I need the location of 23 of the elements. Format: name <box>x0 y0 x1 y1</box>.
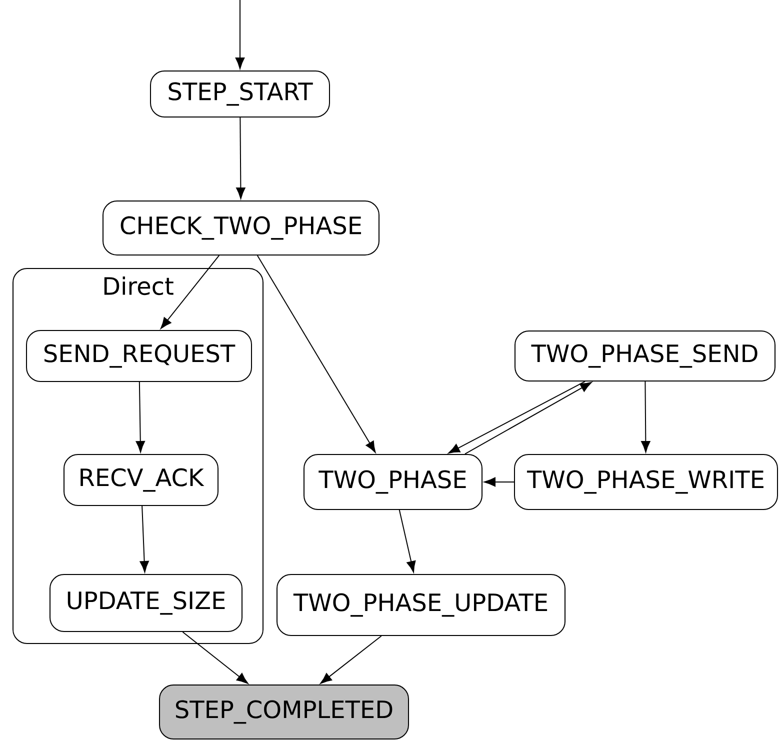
state-box: SEND_REQUEST <box>26 330 252 382</box>
state-box: STEP_START <box>150 70 330 118</box>
state-box: TWO_PHASE_UPDATE <box>276 574 566 636</box>
state-box: CHECK_TWO_PHASE <box>102 200 380 256</box>
arrow <box>182 631 248 684</box>
state-box: TWO_PHASE_WRITE <box>514 454 778 510</box>
arrow <box>160 254 220 329</box>
state-box: UPDATE_SIZE <box>50 574 242 632</box>
arrow <box>464 382 592 454</box>
arrow <box>448 380 586 454</box>
state-box: RECV_ACK <box>64 454 218 506</box>
arrow <box>136 381 145 452</box>
arrow <box>140 505 149 572</box>
arrow <box>236 117 246 199</box>
arrow <box>398 509 416 573</box>
state-box: TWO_PHASE_SEND <box>514 330 776 382</box>
arrow <box>256 254 376 453</box>
state-box: STEP_COMPLETED <box>159 684 409 740</box>
arrow <box>641 380 650 452</box>
arrow <box>235 0 245 69</box>
arrow <box>484 477 514 487</box>
arrow <box>320 635 382 684</box>
state-box: TWO_PHASE <box>304 454 482 510</box>
